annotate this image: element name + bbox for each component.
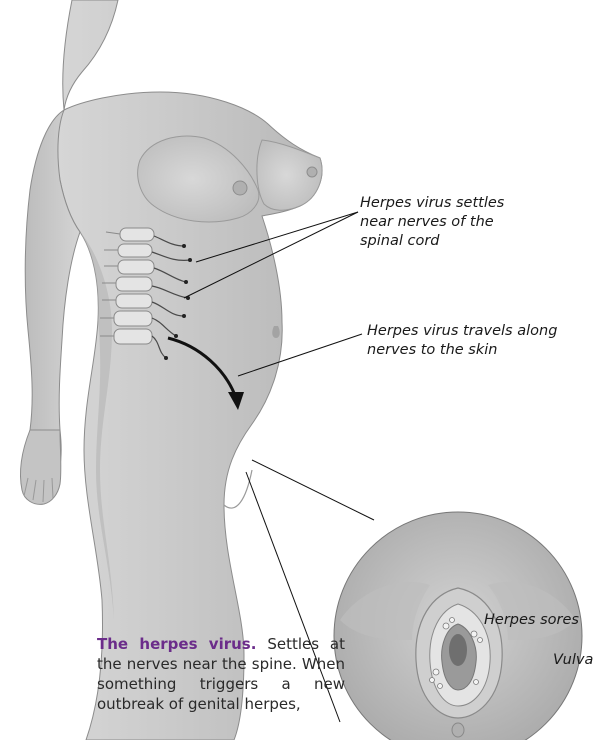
label-virus-settles: Herpes virus settles near nerves of the … (360, 194, 530, 251)
caption: The herpes virus. Settles at the nerves … (97, 634, 345, 714)
torso (57, 0, 322, 740)
label-herpes-sores: Herpes sores (484, 611, 579, 630)
label-virus-travels: Herpes virus travels along nerves to the… (367, 322, 587, 360)
navel (272, 326, 279, 338)
label-vulva: Vulva (553, 651, 593, 670)
caption-title: The herpes virus. (97, 635, 256, 653)
